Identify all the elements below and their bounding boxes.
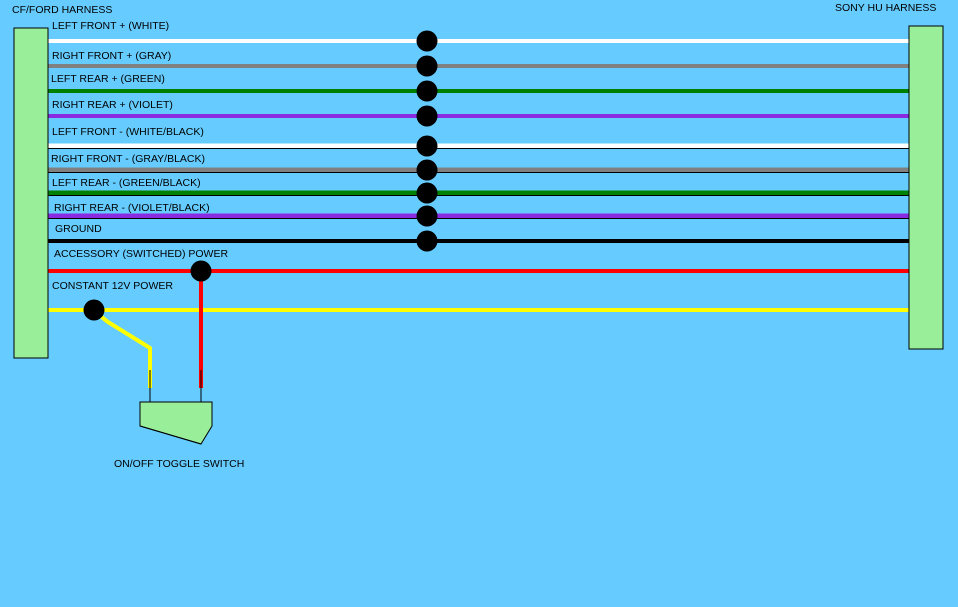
wire-label-constant-power: CONSTANT 12V POWER: [52, 280, 173, 292]
wire-label-right-front-plus: RIGHT FRONT + (GRAY): [52, 50, 171, 62]
wire-label-left-front-plus: LEFT FRONT + (WHITE): [52, 20, 169, 32]
wire-label-left-rear-minus: LEFT REAR - (GREEN/BLACK): [52, 177, 201, 189]
sony-hu-harness-connector: [908, 25, 944, 350]
splice-accessory-power: [190, 260, 212, 282]
splice-left-front-plus: [416, 30, 438, 52]
cf-ford-harness-connector: [13, 27, 49, 359]
splice-left-front-minus: [416, 135, 438, 157]
wire-label-right-rear-plus: RIGHT REAR + (VIOLET): [52, 99, 173, 111]
wire-label-left-front-minus: LEFT FRONT - (WHITE/BLACK): [52, 126, 204, 138]
wire-right-front-minus: [48, 167, 909, 173]
toggle-switch-edge: [139, 425, 202, 445]
splice-left-rear-plus: [416, 80, 438, 102]
splice-right-rear-minus: [416, 205, 438, 227]
splice-right-front-minus: [416, 159, 438, 181]
wire-right-rear-minus: [48, 213, 909, 219]
wire-label-accessory-power: ACCESSORY (SWITCHED) POWER: [54, 248, 228, 260]
splice-left-rear-minus: [416, 182, 438, 204]
toggle-switch-label: ON/OFF TOGGLE SWITCH: [114, 458, 244, 470]
sony-hu-harness-label: SONY HU HARNESS: [835, 2, 936, 14]
wire-label-left-rear-plus: LEFT REAR + (GREEN): [51, 73, 165, 85]
wire-left-front-minus: [48, 143, 909, 149]
splice-right-front-plus: [416, 55, 438, 77]
cf-ford-harness-label: CF/FORD HARNESS: [12, 4, 112, 16]
wire-label-right-front-minus: RIGHT FRONT - (GRAY/BLACK): [51, 153, 205, 165]
wire-label-right-rear-minus: RIGHT REAR - (VIOLET/BLACK): [54, 202, 210, 214]
toggle-switch: [139, 401, 213, 445]
wire-labels: LEFT FRONT + (WHITE) RIGHT FRONT + (GRAY)…: [51, 20, 228, 292]
wire-label-ground: GROUND: [55, 223, 102, 235]
splices: [83, 30, 438, 321]
splice-constant-power: [83, 299, 105, 321]
splice-ground: [416, 230, 438, 252]
splice-right-rear-plus: [416, 105, 438, 127]
wire-left-rear-minus: [48, 190, 909, 196]
